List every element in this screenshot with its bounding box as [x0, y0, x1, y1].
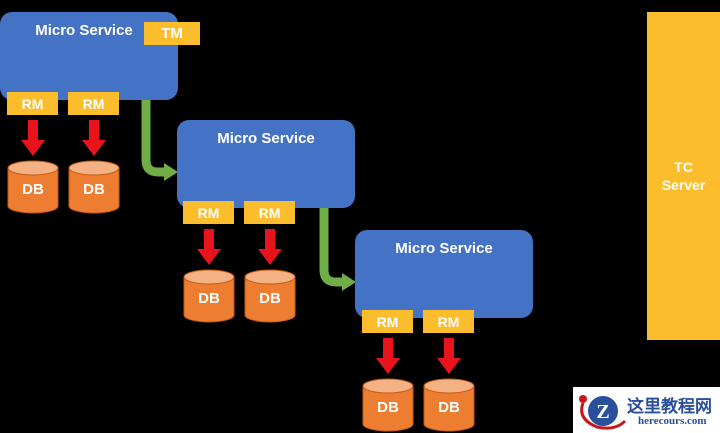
- call-arrow-2-to-3: [319, 200, 344, 287]
- rm-tag: RM: [68, 92, 119, 115]
- tc-server-label-line1: TC: [674, 159, 693, 175]
- database-icon: [244, 269, 296, 323]
- svg-text:Z: Z: [596, 401, 609, 423]
- db-cylinder: DB: [423, 378, 475, 432]
- db-cylinder: DB: [7, 160, 59, 214]
- watermark-logo-icon: Z: [579, 395, 627, 430]
- write-arrow: [21, 120, 45, 156]
- call-arrow-1-to-2-head: [164, 163, 178, 181]
- rm-tag: RM: [423, 310, 474, 333]
- database-icon: [362, 378, 414, 432]
- rm-tag: RM: [7, 92, 58, 115]
- write-arrow: [197, 229, 221, 265]
- db-label: DB: [198, 290, 220, 307]
- db-cylinder: DB: [68, 160, 120, 214]
- micro-service-3: Micro Service: [355, 230, 533, 318]
- write-arrow: [82, 120, 106, 156]
- call-arrow-1-to-2: [141, 92, 166, 177]
- tc-server: TC Server: [647, 12, 720, 340]
- db-label: DB: [259, 290, 281, 307]
- micro-service-2: Micro Service: [177, 120, 355, 208]
- db-label: DB: [438, 399, 460, 416]
- tc-server-label-line2: Server: [661, 177, 706, 193]
- db-label: DB: [377, 399, 399, 416]
- call-arrow-2-to-3-head: [342, 273, 356, 291]
- db-cylinder: DB: [362, 378, 414, 432]
- micro-service-title: Micro Service: [217, 130, 315, 147]
- db-cylinder: DB: [244, 269, 296, 323]
- database-icon: [183, 269, 235, 323]
- write-arrow: [437, 338, 461, 374]
- write-arrow: [376, 338, 400, 374]
- db-cylinder: DB: [183, 269, 235, 323]
- micro-service-title: Micro Service: [395, 240, 493, 257]
- tm-tag: TM: [144, 22, 200, 45]
- micro-service-title: Micro Service: [35, 22, 133, 39]
- database-icon: [68, 160, 120, 214]
- watermark: Z 这里教程网 herecours.com: [573, 387, 720, 433]
- watermark-title: 这里教程网: [627, 397, 712, 417]
- db-label: DB: [22, 181, 44, 198]
- write-arrow: [258, 229, 282, 265]
- database-icon: [7, 160, 59, 214]
- rm-tag: RM: [183, 201, 234, 224]
- rm-tag: RM: [362, 310, 413, 333]
- rm-tag: RM: [244, 201, 295, 224]
- watermark-url: herecours.com: [638, 415, 707, 427]
- db-label: DB: [83, 181, 105, 198]
- database-icon: [423, 378, 475, 432]
